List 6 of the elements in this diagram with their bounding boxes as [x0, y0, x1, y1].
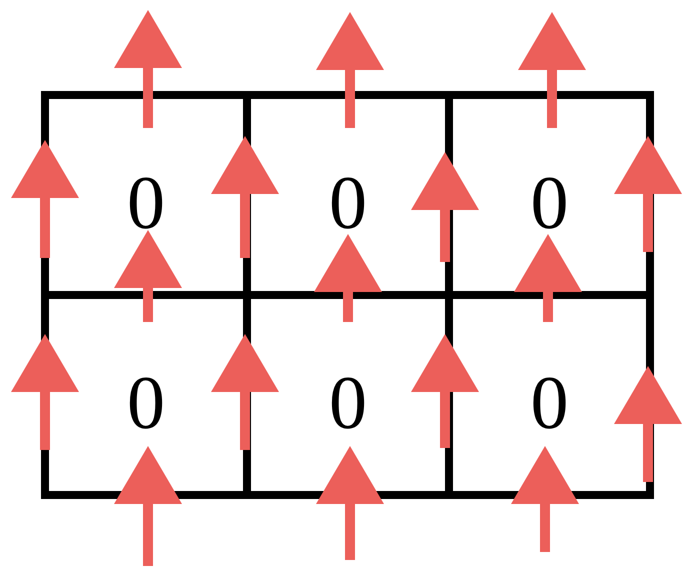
- cell-value: 0: [530, 165, 568, 241]
- cell-value: 0: [530, 365, 568, 441]
- cell-value: 0: [127, 365, 165, 441]
- cell-value: 0: [329, 365, 367, 441]
- cell-value: 0: [127, 165, 165, 241]
- cell-value: 0: [329, 165, 367, 241]
